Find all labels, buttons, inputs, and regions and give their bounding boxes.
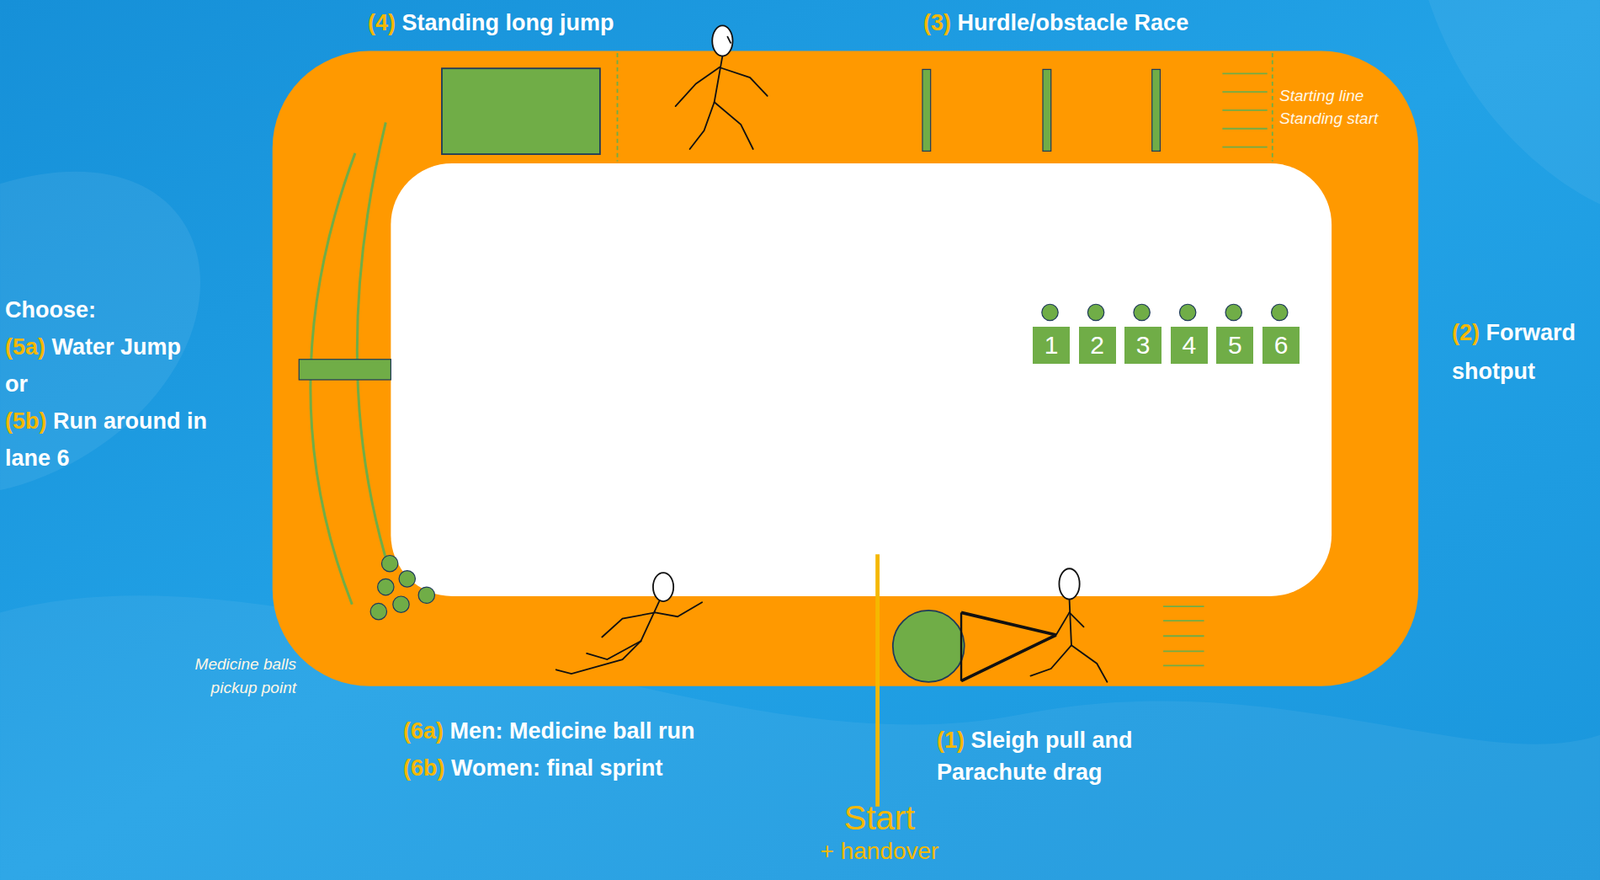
event-title-group: (1)Sleigh pull and Parachute drag	[936, 723, 1207, 788]
runner-figure	[675, 25, 768, 149]
event-title-group: (3)Hurdle/obstacle Race	[923, 5, 1189, 40]
sleigh-rope	[961, 634, 1057, 681]
box-number: 3	[1136, 330, 1151, 360]
takeoff-line	[616, 53, 619, 162]
callout-number: (3)	[923, 10, 952, 36]
callout-number: (2)	[1451, 319, 1480, 346]
sleigh	[893, 610, 965, 682]
event-title-group: (6a)Men: Medicine ball run(6b)Women: fin…	[403, 712, 696, 787]
start-label: Start	[844, 798, 915, 836]
box-number: 1	[1044, 330, 1059, 360]
event-title-line: (1)Sleigh pull and Parachute drag	[936, 723, 1207, 788]
infield	[390, 163, 1332, 596]
sleigh-rope	[961, 611, 1057, 635]
event-title: Hurdle/obstacle Race	[957, 10, 1190, 36]
water-jump-barrier	[298, 359, 391, 380]
event-title-group: (4)Standing long jump	[367, 5, 615, 40]
choice-label-line: or	[5, 365, 241, 403]
track-note-line: Standing start	[1279, 106, 1378, 130]
pickup-note: Medicine balls pickup point	[195, 654, 297, 697]
choice-label-line: (5a)Water Jump	[5, 328, 241, 366]
choice-label: or	[5, 371, 28, 397]
hurdle	[922, 69, 931, 151]
background-wave	[1428, 0, 1600, 204]
choice-label: Choose:	[5, 297, 96, 323]
long-jump-pit	[441, 68, 601, 155]
start-label-line: + handover	[807, 836, 952, 866]
event-title-line: (6b)Women: final sprint	[403, 749, 696, 787]
event-title-line: (3)Hurdle/obstacle Race	[923, 5, 1189, 40]
athlete-box: 1	[1031, 324, 1072, 366]
track-note: Standing start	[1279, 109, 1378, 128]
event-title: Sleigh pull and Parachute drag	[936, 727, 1133, 785]
running-track	[272, 51, 1419, 686]
handover-line	[875, 553, 880, 806]
athlete-box: 2	[1077, 324, 1118, 366]
choice-label-group: Choose: (5a)Water Jump or (5b)Run around in…	[5, 291, 241, 477]
event-title: Men: Medicine ball run	[450, 717, 696, 744]
box-number: 2	[1089, 330, 1105, 360]
start-label-line: Start	[807, 797, 952, 837]
choice-label: Water Jump	[52, 334, 182, 360]
athlete-heads	[1041, 303, 1288, 320]
athlete-box: 3	[1122, 324, 1164, 366]
box-number: 5	[1227, 330, 1243, 360]
medicine-balls	[370, 554, 435, 619]
event-title-line: (2)Forward shotput	[1451, 313, 1597, 391]
hurdle	[1042, 69, 1052, 151]
event-title: Standing long jump	[402, 10, 615, 36]
callout-number: (6a)	[403, 717, 444, 744]
lane-marks	[1163, 605, 1204, 665]
track-note: Starting line	[1279, 86, 1364, 105]
event-title-line: (6a)Men: Medicine ball run	[403, 712, 696, 750]
athlete-box: 4	[1169, 324, 1210, 366]
athlete-box: 5	[1214, 324, 1255, 366]
event-title-group: (2)Forward shotput	[1451, 313, 1597, 391]
track-note-line: Starting line	[1279, 84, 1378, 107]
start-line	[1271, 53, 1274, 162]
hurdle	[1152, 69, 1161, 151]
choice-label-line: (5b)Run around in lane 6	[5, 402, 241, 477]
start-label: + handover	[820, 837, 940, 864]
start-label-group: Start+ handover	[807, 797, 952, 866]
athlete-box: 6	[1260, 324, 1302, 366]
puller-figure	[1030, 568, 1107, 682]
lane-curve	[356, 122, 390, 571]
track-note-group: Starting lineStanding start	[1279, 84, 1378, 130]
background-wave	[0, 171, 201, 490]
event-title: Women: final sprint	[451, 754, 664, 781]
callout-number: (5a)	[5, 334, 46, 360]
start-lines	[1222, 73, 1267, 147]
pickup-note-group: Medicine balls pickup point	[164, 652, 297, 700]
box-number: 4	[1181, 330, 1197, 360]
pickup-note-line: Medicine balls pickup point	[164, 652, 297, 700]
callout-number: (5b)	[5, 408, 48, 434]
sleigh-bar	[960, 611, 963, 681]
callout-number: (4)	[367, 10, 396, 36]
choice-label-line: Choose:	[5, 291, 241, 329]
callout-number: (6b)	[403, 754, 446, 781]
runner-figure	[556, 572, 702, 674]
box-number: 6	[1274, 330, 1289, 360]
callout-number: (1)	[936, 727, 965, 753]
event-title-line: (4)Standing long jump	[367, 5, 615, 40]
